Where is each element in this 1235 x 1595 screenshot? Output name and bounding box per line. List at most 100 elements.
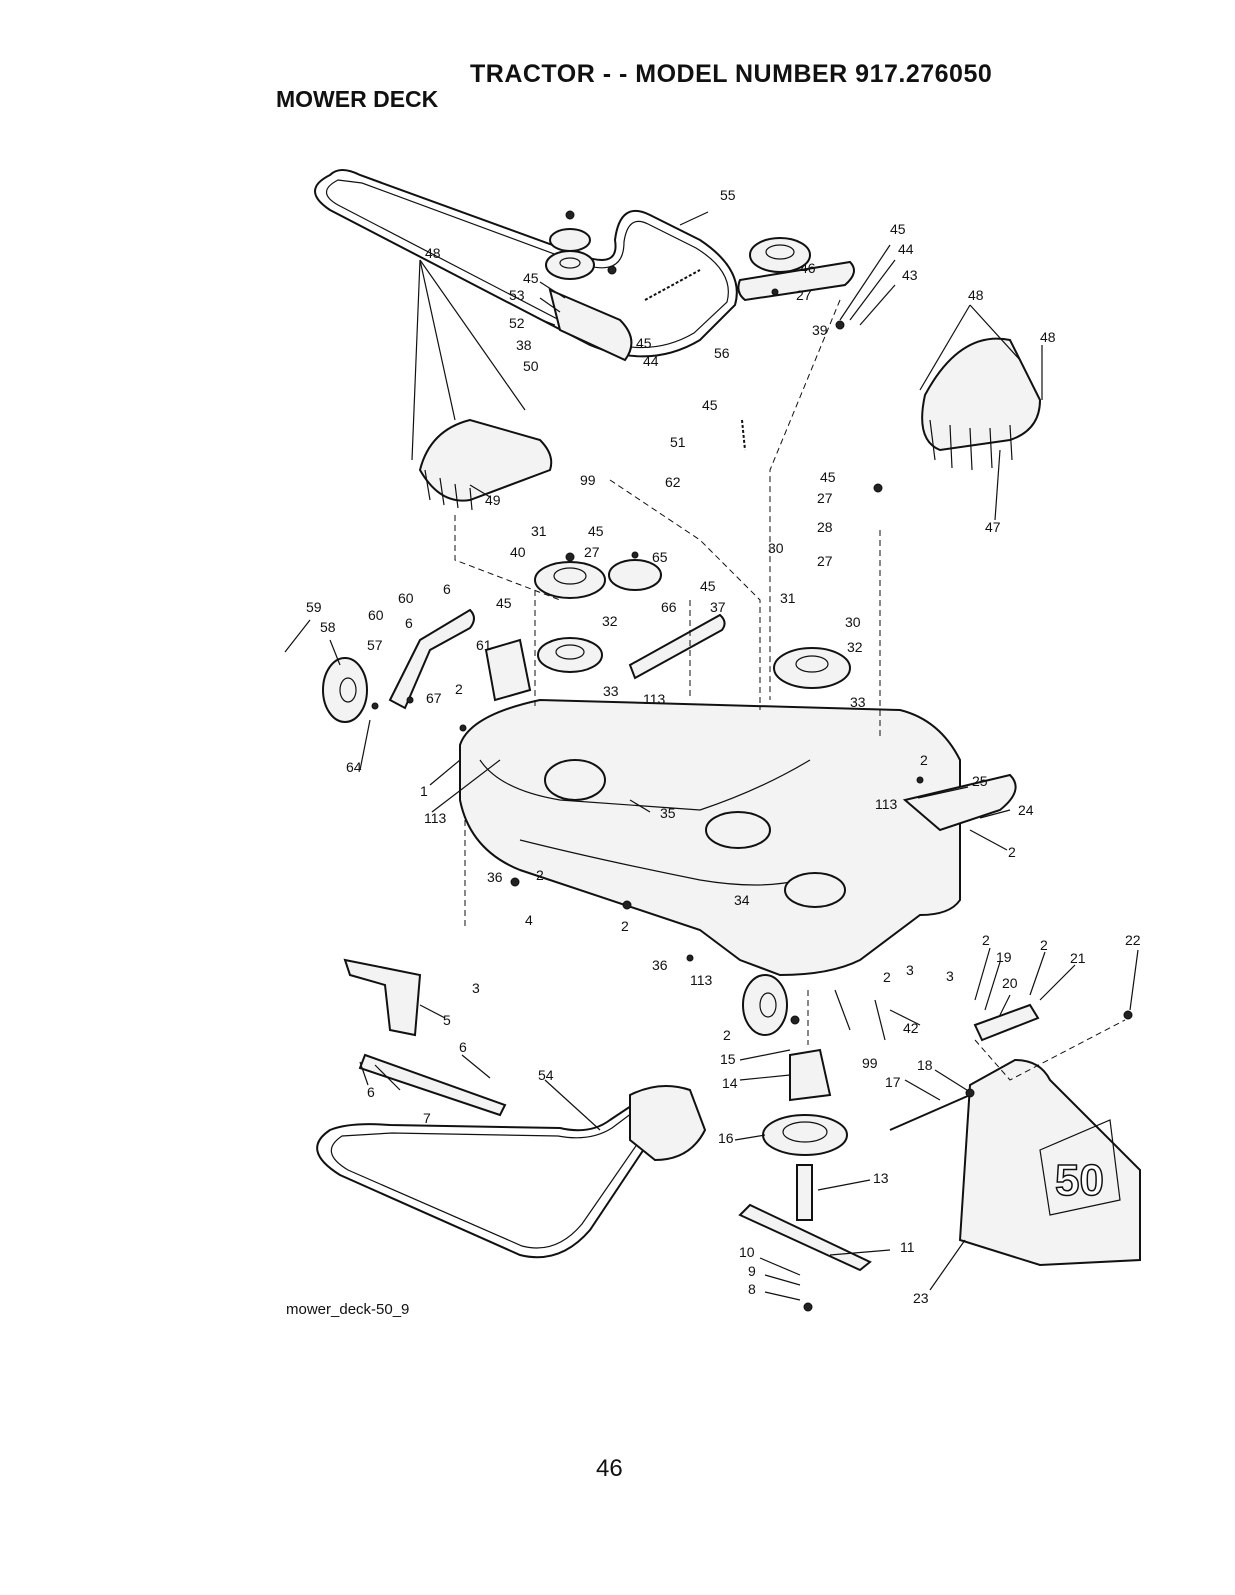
spindle-pulley-lower [629, 1085, 707, 1162]
callout: 113 [424, 810, 447, 826]
callout: 36 [487, 869, 503, 885]
spindle-guard-16 [762, 1114, 848, 1156]
callout: 48 [425, 245, 441, 261]
callout: 64 [346, 759, 362, 775]
callout: 27 [796, 287, 812, 303]
callout: 66 [661, 599, 677, 615]
pulley-52 [549, 228, 591, 252]
callout: 3 [472, 980, 480, 996]
callout: 39 [812, 322, 828, 338]
callout: 65 [652, 549, 668, 565]
idler-arm-43 [737, 260, 855, 302]
callout: 2 [1040, 937, 1048, 953]
callout: 5 [443, 1012, 451, 1028]
callout: 27 [817, 490, 833, 506]
belt-cover-right [921, 337, 1042, 452]
callout: 6 [367, 1084, 375, 1100]
callout: 22 [1125, 932, 1141, 948]
idler-arm-37 [628, 613, 726, 680]
page-title: TRACTOR - - MODEL NUMBER 917.276050 [470, 60, 993, 88]
callout: 56 [714, 345, 730, 361]
callout: 6 [405, 615, 413, 631]
callout: 33 [603, 683, 619, 699]
callout: 113 [690, 972, 713, 988]
page-number: 46 [596, 1455, 623, 1482]
callout: 51 [670, 434, 686, 450]
callout: 2 [1008, 844, 1016, 860]
callout: 67 [426, 690, 442, 706]
callout: 32 [847, 639, 863, 655]
callout: 55 [720, 187, 736, 203]
callout: 6 [443, 581, 451, 597]
callout: 2 [455, 681, 463, 697]
callout: 6 [459, 1039, 467, 1055]
callout: 16 [718, 1130, 734, 1146]
callout: 19 [996, 949, 1012, 965]
callout: 54 [538, 1067, 554, 1083]
callout: 45 [588, 523, 604, 539]
callout: 58 [320, 619, 336, 635]
spindle-center [705, 811, 771, 849]
spindle-right [784, 872, 846, 908]
callout: 33 [850, 694, 866, 710]
gauge-wheel-58 [322, 657, 368, 723]
callout: 9 [748, 1263, 756, 1279]
callout: 60 [398, 590, 414, 606]
mower-blade-11 [738, 1203, 872, 1272]
discharge-deflector-23 [958, 1058, 1141, 1267]
callout: 36 [652, 957, 668, 973]
pulley-38 [545, 250, 595, 280]
pulley-32-right [773, 647, 851, 689]
pulley-65 [608, 559, 662, 591]
callout: 30 [768, 540, 784, 556]
callout: 23 [913, 1290, 929, 1306]
bar-7 [358, 1053, 507, 1117]
callout: 45 [702, 397, 718, 413]
callout: 31 [531, 523, 547, 539]
wheel-bracket-57 [388, 608, 475, 710]
gauge-wheel-front [742, 974, 788, 1036]
callout: 45 [523, 270, 539, 286]
callout: 13 [873, 1170, 889, 1186]
section-title: MOWER DECK [276, 86, 439, 112]
callout: 61 [476, 637, 492, 653]
callout: 57 [367, 637, 383, 653]
callout: 17 [885, 1074, 901, 1090]
callout: 11 [900, 1239, 915, 1255]
callout: 31 [780, 590, 796, 606]
callout: 4 [525, 912, 533, 928]
callout: 45 [820, 469, 836, 485]
callout: 60 [368, 607, 384, 623]
callout: 42 [903, 1020, 919, 1036]
callout: 47 [985, 519, 1001, 535]
callout: 8 [748, 1281, 756, 1297]
callout: 3 [946, 968, 954, 984]
callout: 2 [621, 918, 629, 934]
callout: 99 [580, 472, 596, 488]
callout: 32 [602, 613, 618, 629]
callout: 48 [968, 287, 984, 303]
callout: 18 [917, 1057, 933, 1073]
callout: 44 [643, 353, 659, 369]
diagram-reference: mower_deck-50_9 [286, 1301, 410, 1318]
idler-pulley-39 [749, 237, 811, 273]
pulley-32-left [537, 637, 603, 673]
callout: 45 [636, 335, 652, 351]
callout: 28 [817, 519, 833, 535]
spring-51 [741, 419, 746, 451]
callout: 53 [509, 287, 525, 303]
callout: 27 [584, 544, 600, 560]
callout: 35 [660, 805, 676, 821]
callout: 1 [420, 783, 428, 799]
callout: 43 [902, 267, 918, 283]
idler-bracket-50 [548, 288, 633, 362]
callout: 30 [845, 614, 861, 630]
callout: 46 [800, 260, 816, 276]
callout: 59 [306, 599, 322, 615]
belt-upper [314, 169, 738, 358]
callout: 50 [523, 358, 539, 374]
callout: 15 [720, 1051, 736, 1067]
callout: 25 [972, 773, 988, 789]
callout: 45 [700, 578, 716, 594]
callout: 2 [883, 969, 891, 985]
